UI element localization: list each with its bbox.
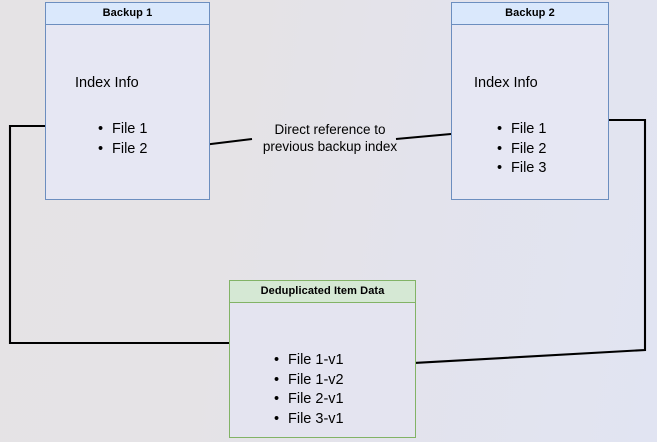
list-item: File 2 (98, 140, 147, 160)
list-item: File 2 (497, 140, 546, 160)
annotation-direct-reference: Direct reference to previous backup inde… (247, 122, 413, 155)
node-dedup-header: Deduplicated Item Data (230, 281, 415, 303)
node-backup-1-body: Index Info File 1 File 2 (46, 25, 209, 199)
backup-1-file-list: File 1 File 2 (98, 120, 147, 159)
list-item: File 1 (98, 120, 147, 140)
annotation-line-2: previous backup index (262, 138, 398, 154)
list-item: File 1-v1 (274, 351, 344, 371)
list-item: File 1-v2 (274, 371, 344, 391)
list-item: File 3-v1 (274, 410, 344, 430)
node-backup-2[interactable]: Backup 2 Index Info File 1 File 2 File 3 (451, 2, 609, 200)
annotation-line-1: Direct reference to (274, 122, 386, 137)
backup-2-file-list: File 1 File 2 File 3 (497, 120, 546, 179)
node-backup-2-body: Index Info File 1 File 2 File 3 (452, 25, 608, 199)
node-backup-1-header: Backup 1 (46, 3, 209, 25)
list-item: File 1 (497, 120, 546, 140)
dedup-file-list: File 1-v1 File 1-v2 File 2-v1 File 3-v1 (274, 351, 344, 429)
node-dedup-body: File 1-v1 File 1-v2 File 2-v1 File 3-v1 (230, 303, 415, 437)
node-backup-1[interactable]: Backup 1 Index Info File 1 File 2 (45, 2, 210, 200)
node-backup-2-header: Backup 2 (452, 3, 608, 25)
backup-2-index-info-label: Index Info (474, 75, 538, 91)
list-item: File 2-v1 (274, 390, 344, 410)
node-deduplicated-item-data[interactable]: Deduplicated Item Data File 1-v1 File 1-… (229, 280, 416, 438)
backup-1-index-info-label: Index Info (75, 75, 139, 91)
list-item: File 3 (497, 159, 546, 179)
